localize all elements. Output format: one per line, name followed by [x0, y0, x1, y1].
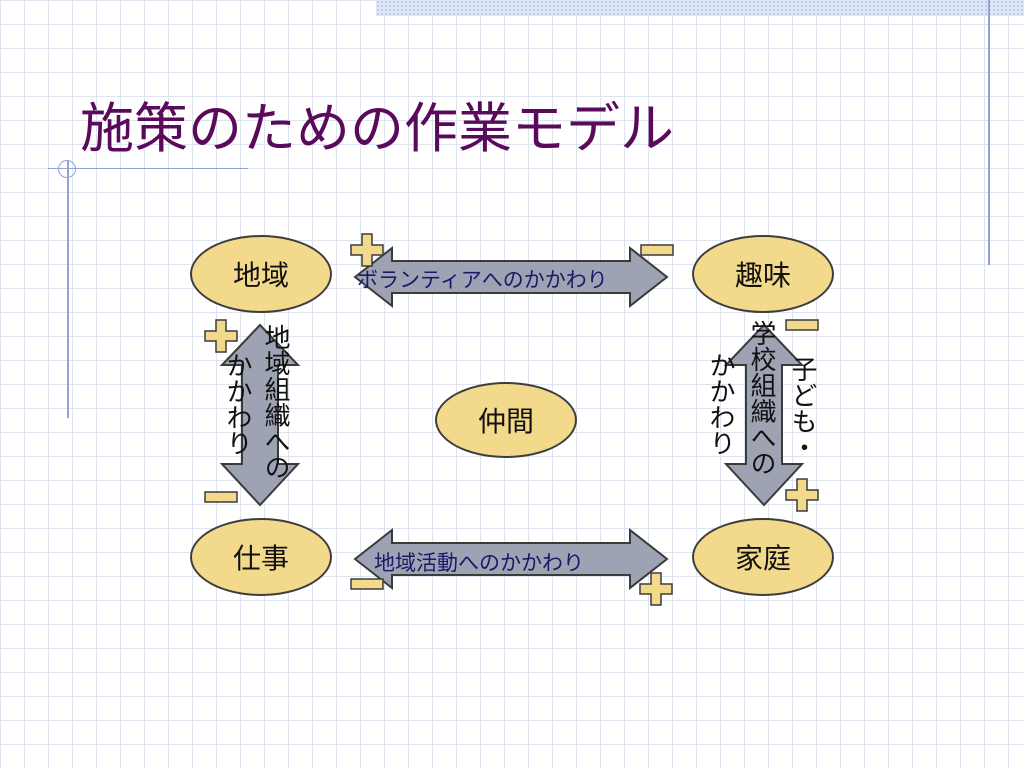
arrow-right	[723, 323, 805, 507]
plus-icon-right-bottom	[785, 478, 819, 512]
minus-icon-top-right	[640, 244, 674, 256]
decor-vertical-line-left	[67, 160, 69, 418]
node-shumi: 趣味	[692, 235, 834, 313]
header-decoration-band	[376, 0, 1024, 16]
arrow-left-label-main: 地域組織への	[260, 324, 290, 480]
arrow-left	[219, 323, 301, 507]
arrow-bottom-label: 地域活動へのかかわり	[374, 551, 584, 575]
plus-icon-left-top	[204, 319, 238, 353]
decor-horizontal-line	[48, 168, 248, 169]
slide-title: 施策のための作業モデル	[80, 97, 674, 160]
plus-icon-bottom-right	[639, 572, 673, 606]
node-katei: 家庭	[692, 518, 834, 596]
arrow-right-label-extra: 子ども・	[787, 356, 817, 460]
minus-icon-right-top	[785, 319, 819, 331]
node-nakama: 仲間	[435, 382, 577, 458]
arrow-top	[353, 245, 669, 309]
arrow-top-label: ボランティアへのかかわり	[357, 268, 608, 292]
arrow-right-label-main: 学校組織への	[746, 320, 776, 476]
plus-icon-top-left	[350, 233, 384, 267]
decor-vertical-line-right	[988, 0, 990, 265]
arrow-right-label-sub: かかわり	[705, 352, 735, 456]
node-chiiki: 地域	[190, 235, 332, 313]
arrow-bottom	[353, 527, 669, 591]
node-shigoto: 仕事	[190, 518, 332, 596]
minus-icon-left-bottom	[204, 491, 238, 503]
arrow-left-label-sub: かかわり	[222, 352, 252, 456]
minus-icon-bottom-left	[350, 578, 384, 590]
decor-circle-icon	[58, 160, 76, 178]
